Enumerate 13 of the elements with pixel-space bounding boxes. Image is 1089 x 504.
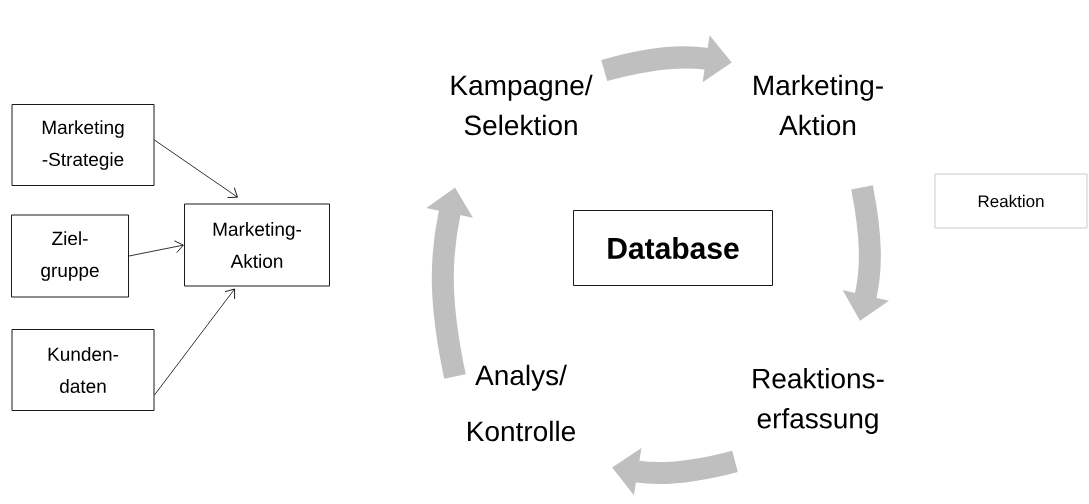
process-box: Kunden- daten — [11, 329, 155, 411]
process-box: Ziel- gruppe — [11, 214, 129, 298]
reaction-box: Reaktion — [934, 173, 1088, 229]
database-box: Database — [573, 210, 773, 286]
step-label: Analys/ Kontrolle — [468, 364, 575, 442]
step-label: Kampagne/ Selektion — [451, 74, 593, 136]
process-box: Marketing- Aktion — [184, 203, 330, 287]
step-label: Reaktions- erfassung — [753, 367, 884, 435]
arrow — [128, 240, 184, 257]
step-label: Marketing- Aktion — [754, 74, 883, 136]
arrow — [154, 139, 238, 198]
process-box: Marketing -Strategie — [11, 104, 155, 186]
arrow — [154, 288, 235, 396]
